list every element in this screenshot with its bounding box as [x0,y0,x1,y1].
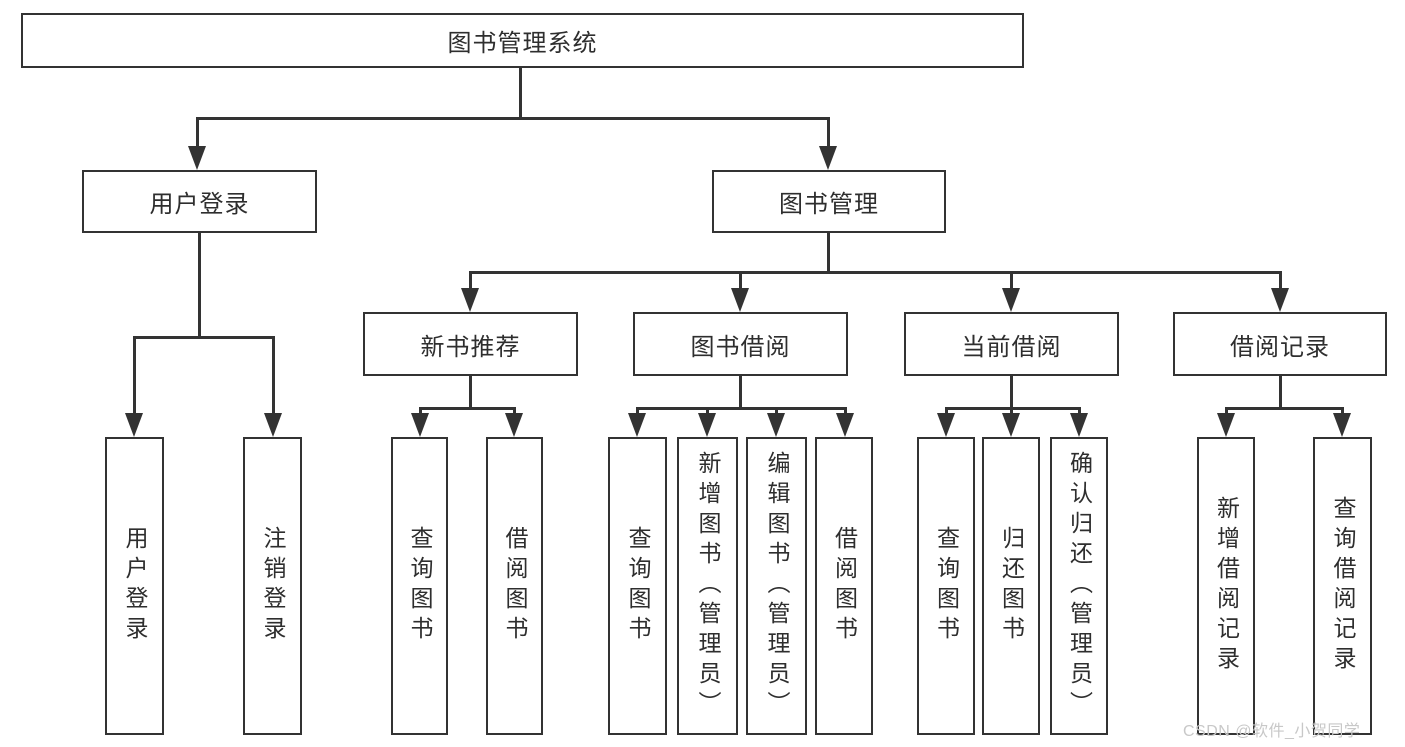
node-label: 编辑图书（管理员） [764,451,790,721]
arrow-down-icon [1002,413,1020,437]
node-label: 归还图书 [998,526,1025,646]
arrow-down-icon [505,413,523,437]
connector-l3-stem [1009,272,1013,292]
connector-leaf-stem [132,337,136,417]
node-new-book-recommend: 新书推荐 [363,312,578,376]
arrow-down-icon [264,413,282,437]
connector-group-stem [468,376,472,408]
node-label: 借阅图书 [502,526,528,646]
connector-leaf-stem [1009,408,1013,417]
connector-leaf-stem [512,408,516,417]
leaf-query-books-current: 查询图书 [917,437,975,735]
node-label: 确认归还（管理员） [1066,451,1093,721]
node-label: 查询借阅记录 [1330,496,1356,676]
arrow-down-icon [1217,413,1235,437]
arrow-down-icon [836,413,854,437]
connector-group-split [1224,406,1344,410]
connector-group-split [944,406,1081,410]
arrow-down-icon [698,413,716,437]
leaf-user-login: 用户登录 [105,437,164,735]
node-label: 图书管理系统 [447,30,598,57]
connector-leaf-stem [1224,408,1228,417]
connector-leaf-stem [635,408,639,417]
node-label: 用户登录 [149,191,250,218]
node-label: 新增图书（管理员） [695,451,721,721]
leaf-query-borrow-record: 查询借阅记录 [1313,437,1372,735]
node-label: 图书借阅 [690,333,791,361]
arrow-down-icon [767,413,785,437]
leaf-add-book-admin: 新增图书（管理员） [677,437,738,735]
leaf-logout: 注销登录 [243,437,302,735]
node-label: 查询图书 [407,526,433,646]
connector-l2-left-stem [195,118,199,150]
node-book-borrow: 图书借阅 [633,312,848,376]
node-label: 用户登录 [122,526,148,646]
arrow-down-icon [819,146,837,170]
connector-l3-stem [738,272,742,292]
leaf-add-borrow-record: 新增借阅记录 [1197,437,1255,735]
csdn-watermark: CSDN @软件_小贺同学 [1183,723,1361,740]
node-book-management: 图书管理 [712,170,946,233]
connector-l3-stem [468,272,472,292]
node-borrow-records: 借阅记录 [1173,312,1387,376]
node-label: 查询图书 [933,526,960,646]
leaf-borrow-books: 借阅图书 [815,437,873,735]
connector-l2-right-stem [826,118,830,150]
node-label: 借阅记录 [1230,333,1330,361]
leaf-query-books-borrow: 查询图书 [608,437,667,735]
connector-user-login-stem [197,233,201,337]
arrow-down-icon [1271,288,1289,312]
connector-group-stem [1009,376,1013,408]
leaf-edit-book-admin: 编辑图书（管理员） [746,437,807,735]
arrow-down-icon [1333,413,1351,437]
node-label: 新增借阅记录 [1213,496,1240,676]
connector-leaf-stem [944,408,948,417]
connector-l2-split [195,116,830,120]
arrow-down-icon [937,413,955,437]
connector-group-stem [738,376,742,408]
arrow-down-icon [628,413,646,437]
connector-book-mgmt-stem [826,233,830,272]
connector-leaf-stem [705,408,709,417]
connector-leaf-stem [843,408,847,417]
leaf-confirm-return-admin: 确认归还（管理员） [1050,437,1108,735]
leaf-return-book: 归还图书 [982,437,1040,735]
connector-leaf-stem [774,408,778,417]
node-label: 当前借阅 [961,333,1062,361]
arrow-down-icon [1002,288,1020,312]
connector-l3-split [468,270,1282,274]
arrow-down-icon [411,413,429,437]
arrow-down-icon [731,288,749,312]
arrow-down-icon [125,413,143,437]
node-root-system: 图书管理系统 [21,13,1024,68]
connector-group-stem [1278,376,1282,408]
node-label: 注销登录 [260,526,286,646]
connector-l3-stem [1278,272,1282,292]
connector-group-split [418,406,516,410]
connector-root-stem [518,66,522,118]
leaf-borrow-books-recommend: 借阅图书 [486,437,543,735]
node-label: 图书管理 [779,191,879,218]
arrow-down-icon [461,288,479,312]
node-user-login: 用户登录 [82,170,317,233]
connector-group-split [635,406,847,410]
leaf-query-books-recommend: 查询图书 [391,437,448,735]
node-current-borrow: 当前借阅 [904,312,1119,376]
node-label: 借阅图书 [831,526,858,646]
connector-leaf-stem [1077,408,1081,417]
connector-leaf-stem [271,337,275,417]
node-label: 新书推荐 [420,333,521,361]
connector-leaf-stem [418,408,422,417]
arrow-down-icon [1070,413,1088,437]
connector-user-login-split [132,335,275,339]
node-label: 查询图书 [625,526,651,646]
arrow-down-icon [188,146,206,170]
connector-leaf-stem [1340,408,1344,417]
